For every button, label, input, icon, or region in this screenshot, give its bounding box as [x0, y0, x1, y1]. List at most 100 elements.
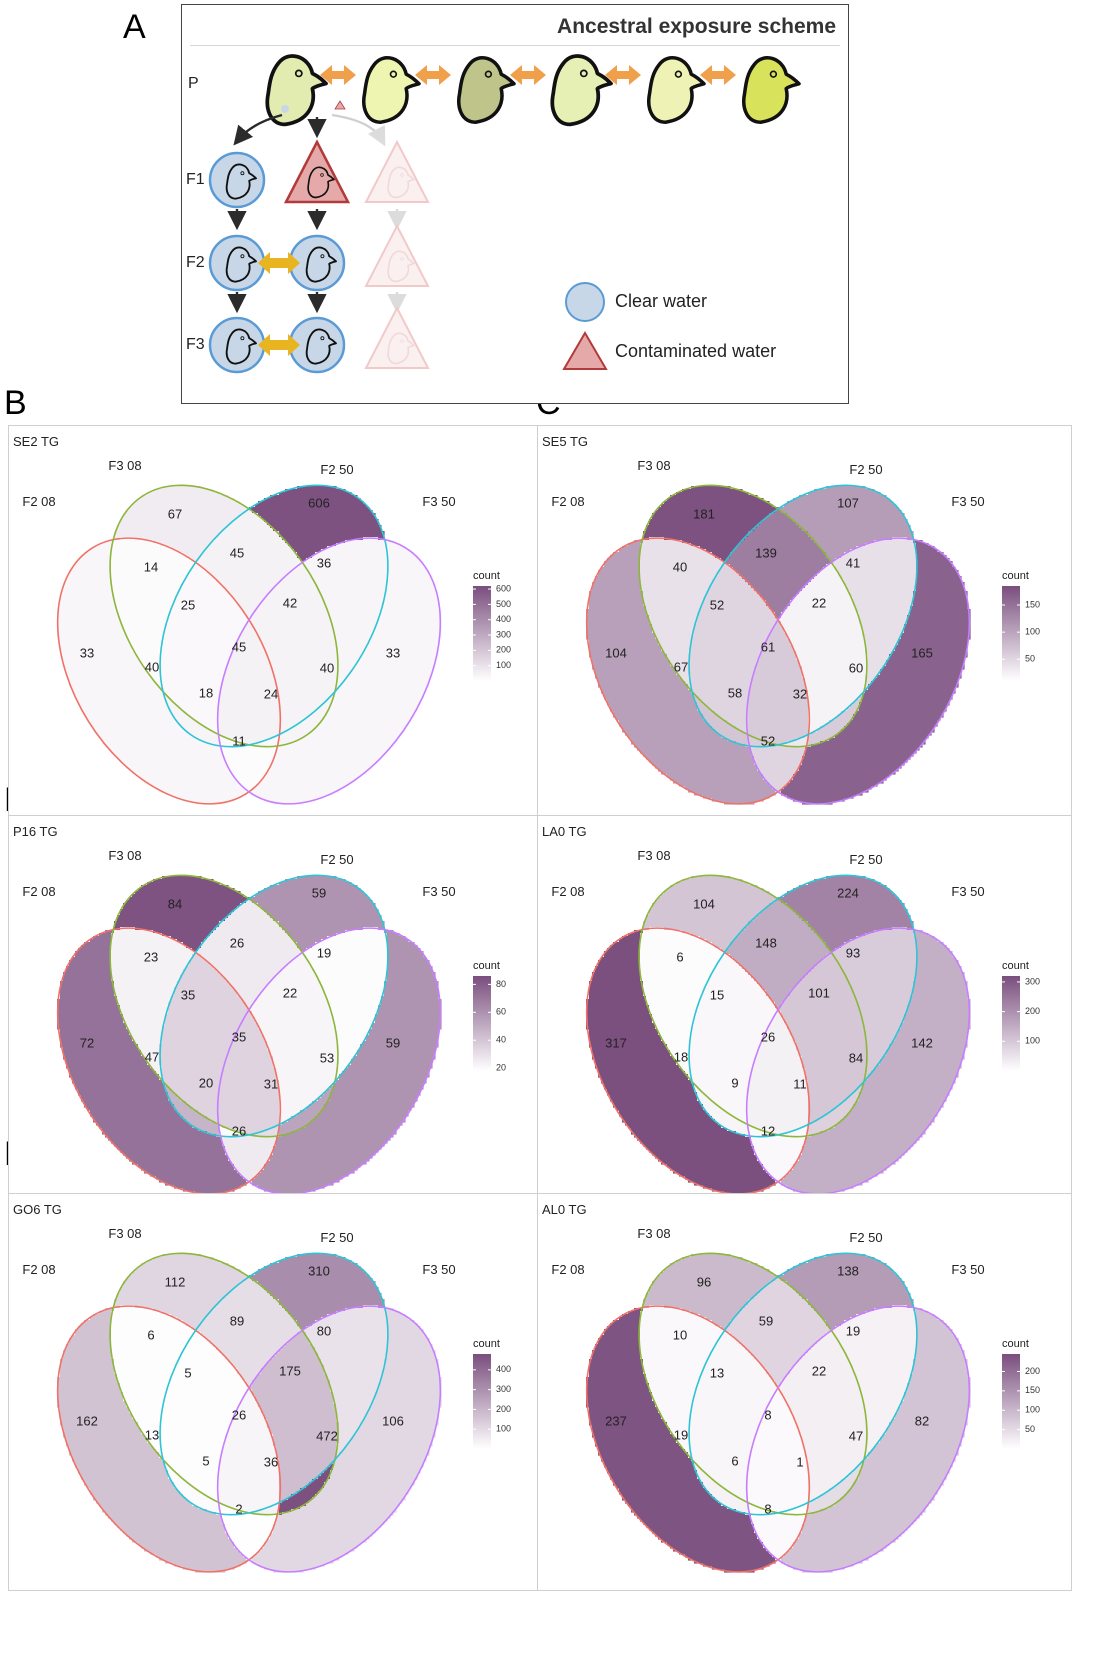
- generation-label-f1: F1: [186, 171, 205, 188]
- region-count-bd: 84: [849, 1050, 863, 1065]
- region-count-ac: 19: [674, 1427, 688, 1442]
- legend-gradient-bar: [473, 586, 491, 681]
- legend-title: count: [1002, 1338, 1029, 1350]
- region-count-abd: 11: [793, 1076, 807, 1091]
- legend-clear-water-label: Clear water: [615, 291, 708, 311]
- legend-tick-label: 400: [496, 1364, 511, 1374]
- region-count-bc: 89: [230, 1313, 244, 1328]
- region-count-abc: 35: [181, 987, 195, 1002]
- region-count-bc: 45: [230, 545, 244, 560]
- legend-tick-label: 150: [1025, 1385, 1040, 1395]
- set-label-b: F3 08: [108, 1226, 141, 1241]
- set-outline-a: [585, 1305, 811, 1573]
- region-count-bcd: 22: [812, 1363, 826, 1378]
- set-label-d: F3 50: [951, 1262, 984, 1277]
- legend-clear-water-icon: [565, 282, 605, 322]
- legend-tick-label: 60: [496, 1007, 506, 1017]
- region-count-acd: 20: [199, 1075, 213, 1090]
- region-count-d: 142: [911, 1035, 933, 1050]
- legend-title: count: [473, 960, 500, 972]
- f3-swap-arrow: [258, 334, 300, 356]
- legend-tick-label: 200: [496, 645, 511, 655]
- region-count-bcd: 175: [279, 1363, 301, 1378]
- legend-tick-label: 300: [496, 1384, 511, 1394]
- region-count-acd: 58: [728, 685, 742, 700]
- legend-title: count: [473, 1338, 500, 1350]
- set-label-d: F3 50: [951, 494, 984, 509]
- legend-tick-label: 100: [1025, 1405, 1040, 1415]
- f2-faded-triangle: [364, 223, 430, 287]
- region-count-cd: 36: [317, 555, 331, 570]
- set-label-b: F3 08: [637, 848, 670, 863]
- f2-swap-arrow: [258, 252, 300, 274]
- legend-tick-label: 20: [496, 1063, 506, 1073]
- region-count-ab: 23: [144, 949, 158, 964]
- region-count-abc: 5: [184, 1365, 191, 1380]
- parent-bird-3: [457, 56, 516, 124]
- legend-tick-label: 100: [496, 660, 511, 670]
- set-outline-c: [159, 874, 389, 1138]
- legend-gradient-bar: [1002, 1354, 1020, 1449]
- set-outline-a: [585, 537, 811, 805]
- region-count-abcd: 8: [764, 1407, 771, 1422]
- region-count-bc: 26: [230, 935, 244, 950]
- region-count-cd: 41: [846, 555, 860, 570]
- region-count-acd: 6: [731, 1453, 738, 1468]
- generation-label-f3: F3: [186, 336, 205, 353]
- set-label-b: F3 08: [108, 458, 141, 473]
- region-count-d: 59: [386, 1035, 400, 1050]
- legend-tick-label: 200: [1025, 1366, 1040, 1376]
- region-count-abd: 36: [264, 1454, 278, 1469]
- panel-letter-b: B: [4, 384, 27, 422]
- region-count-bd: 472: [316, 1428, 338, 1443]
- region-count-d: 82: [915, 1413, 929, 1428]
- legend-gradient-bar: [1002, 586, 1020, 681]
- set-label-a: F2 08: [22, 1262, 55, 1277]
- region-count-abcd: 45: [232, 639, 246, 654]
- region-count-cd: 19: [846, 1323, 860, 1338]
- scheme-title: Ancestral exposure scheme: [557, 15, 836, 38]
- set-label-c: F2 50: [320, 462, 353, 477]
- set-label-a: F2 08: [551, 1262, 584, 1277]
- region-count-ab: 14: [144, 559, 158, 574]
- region-count-bd: 40: [320, 660, 334, 675]
- legend-tick-label: 300: [496, 629, 511, 639]
- f3-faded-triangle: [364, 305, 430, 369]
- set-outline-c: [159, 1252, 389, 1516]
- region-count-abc: 25: [181, 597, 195, 612]
- parent-bird-2: [362, 56, 421, 124]
- legend-gradient-bar: [473, 1354, 491, 1449]
- parent-bird-6: [742, 56, 801, 124]
- legend-tick-label: 500: [496, 599, 511, 609]
- legend-contaminated-water-label: Contaminated water: [615, 341, 777, 361]
- venn-region-fills: [57, 486, 442, 805]
- region-count-b: 104: [693, 896, 715, 911]
- set-outline-d: [745, 927, 971, 1195]
- region-count-ab: 10: [673, 1327, 687, 1342]
- set-outline-a: [56, 537, 282, 805]
- venn-region-fills: [586, 1254, 971, 1573]
- legend-tick-label: 40: [496, 1035, 506, 1045]
- legend-tick-label: 600: [496, 583, 511, 593]
- legend-tick-label: 200: [496, 1404, 511, 1414]
- region-count-b: 112: [165, 1274, 186, 1289]
- venn-title: SE5 TG: [542, 434, 588, 449]
- parent-bird-4: [550, 54, 613, 127]
- region-count-abd: 1: [796, 1454, 803, 1469]
- legend-tick-label: 300: [1025, 976, 1040, 986]
- region-count-bcd: 42: [283, 595, 297, 610]
- region-count-abd: 32: [793, 686, 807, 701]
- region-count-ab: 40: [673, 559, 687, 574]
- legend-title: count: [1002, 570, 1029, 582]
- venn-title: SE2 TG: [13, 434, 59, 449]
- legend-tick-label: 100: [1025, 627, 1040, 637]
- venn-title: LA0 TG: [542, 824, 587, 839]
